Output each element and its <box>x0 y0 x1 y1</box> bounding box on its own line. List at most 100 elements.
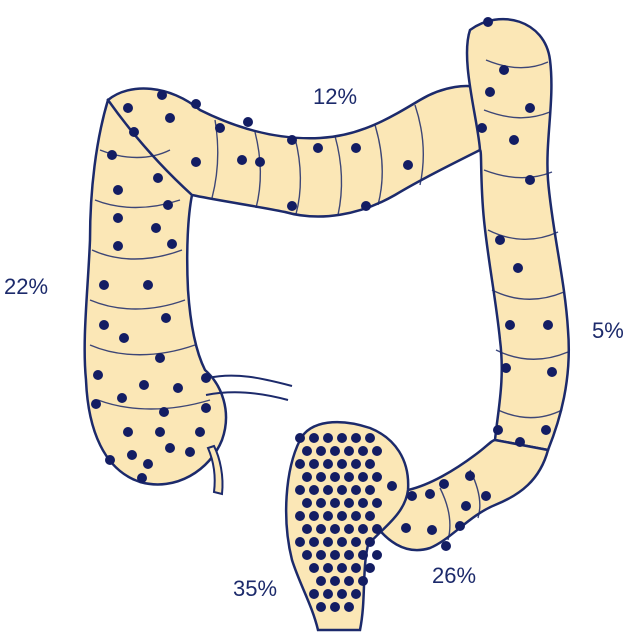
tumor-dot <box>358 524 368 534</box>
tumor-dot <box>337 433 347 443</box>
tumor-dot <box>344 446 354 456</box>
tumor-dot <box>302 472 312 482</box>
tumor-dot <box>337 485 347 495</box>
tumor-dot <box>330 524 340 534</box>
tumor-dot <box>117 393 127 403</box>
tumor-dot <box>113 185 123 195</box>
tumor-dot <box>344 550 354 560</box>
tumor-dot <box>403 160 413 170</box>
tumor-dot <box>361 201 371 211</box>
tumor-dot <box>185 447 195 457</box>
tumor-dot <box>191 99 201 109</box>
tumor-dot <box>365 563 375 573</box>
tumor-dot <box>323 589 333 599</box>
tumor-dot <box>351 537 361 547</box>
tumor-dot <box>513 263 523 273</box>
tumor-dot <box>330 576 340 586</box>
tumor-dot <box>287 201 297 211</box>
tumor-dot <box>302 524 312 534</box>
tumor-dot <box>509 135 519 145</box>
tumor-dot <box>295 433 305 443</box>
tumor-dot <box>153 173 163 183</box>
tumor-dot <box>295 537 305 547</box>
tumor-dot <box>165 443 175 453</box>
tumor-dot <box>129 127 139 137</box>
tumor-dot <box>243 117 253 127</box>
tumor-dot <box>465 471 475 481</box>
tumor-dot <box>505 320 515 330</box>
tumor-dot <box>302 550 312 560</box>
tumor-dot <box>163 200 173 210</box>
tumor-dot <box>137 473 147 483</box>
tumor-dot <box>337 563 347 573</box>
tumor-dot <box>105 455 115 465</box>
tumor-dot <box>493 425 503 435</box>
transverse-colon-percent-label: 12% <box>313 84 357 109</box>
tumor-dot <box>113 213 123 223</box>
tumor-dot <box>372 550 382 560</box>
tumor-dot <box>295 459 305 469</box>
tumor-dot <box>351 485 361 495</box>
tumor-dot <box>387 481 397 491</box>
tumor-dot <box>372 472 382 482</box>
tumor-dot <box>358 576 368 586</box>
tumor-dot <box>543 320 553 330</box>
tumor-dot <box>295 511 305 521</box>
tumor-dot <box>358 498 368 508</box>
tumor-dot <box>330 550 340 560</box>
tumor-dot <box>337 511 347 521</box>
tumor-dot <box>439 479 449 489</box>
tumor-dot <box>337 537 347 547</box>
tumor-dot <box>407 491 417 501</box>
tumor-dot <box>344 602 354 612</box>
tumor-dot <box>358 472 368 482</box>
tumor-dot <box>93 370 103 380</box>
tumor-dot <box>287 135 297 145</box>
ascending-colon-percent-label: 22% <box>4 274 48 299</box>
tumor-dot <box>309 459 319 469</box>
tumor-dot <box>365 433 375 443</box>
tumor-dot <box>344 524 354 534</box>
tumor-dot <box>499 65 509 75</box>
tumor-dot <box>372 498 382 508</box>
tumor-dot <box>302 498 312 508</box>
tumor-dot <box>119 333 129 343</box>
descending-colon-percent-label: 5% <box>592 318 624 343</box>
tumor-dot <box>358 446 368 456</box>
tumor-dot <box>547 367 557 377</box>
tumor-dot <box>309 589 319 599</box>
tumor-dot <box>525 103 535 113</box>
tumor-dot <box>351 511 361 521</box>
tumor-dot <box>323 563 333 573</box>
tumor-dot <box>157 90 167 100</box>
tumor-dot <box>309 563 319 573</box>
tumor-dot <box>167 239 177 249</box>
tumor-dot <box>309 511 319 521</box>
tumor-dot <box>107 150 117 160</box>
tumor-dot <box>127 450 137 460</box>
tumor-dot <box>330 472 340 482</box>
tumor-dot <box>344 472 354 482</box>
tumor-dot <box>358 550 368 560</box>
tumor-dot <box>351 143 361 153</box>
tumor-dot <box>323 459 333 469</box>
tumor-dot <box>427 525 437 535</box>
tumor-dot <box>501 363 511 373</box>
tumor-dot <box>113 241 123 251</box>
tumor-dot <box>316 524 326 534</box>
tumor-dot <box>99 320 109 330</box>
sigmoid-colon-percent-label: 26% <box>432 563 476 588</box>
tumor-dot <box>316 550 326 560</box>
tumor-dot <box>455 521 465 531</box>
tumor-dot <box>351 563 361 573</box>
tumor-dot <box>313 143 323 153</box>
tumor-dot <box>159 407 169 417</box>
tumor-dot <box>316 498 326 508</box>
tumor-dot <box>255 157 265 167</box>
tumor-dot <box>365 511 375 521</box>
tumor-dot <box>330 446 340 456</box>
tumor-dot <box>201 373 211 383</box>
tumor-dot <box>91 399 101 409</box>
tumor-dot <box>401 523 411 533</box>
